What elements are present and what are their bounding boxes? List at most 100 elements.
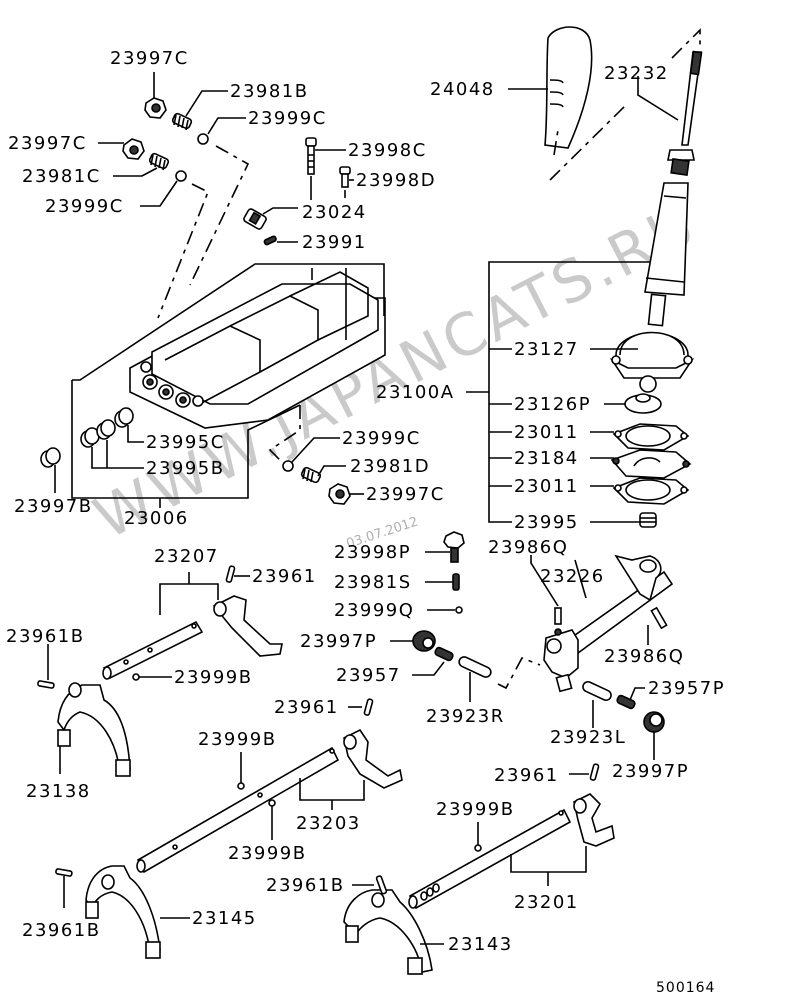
label-24048[interactable]: 24048 (430, 79, 495, 100)
shift-rail-23226[interactable] (543, 554, 674, 693)
label-23127[interactable]: 23127 (514, 339, 579, 360)
pin-23961B-b[interactable] (55, 868, 73, 877)
shift-rail-23207[interactable] (102, 620, 204, 680)
label-23997B[interactable]: 23997B (14, 496, 93, 517)
label-23999C-mid[interactable]: 23999C (342, 428, 421, 449)
label-23961B-b[interactable]: 23961B (22, 920, 101, 941)
fork-23201[interactable] (573, 793, 615, 847)
pin-23961B-c[interactable] (375, 875, 388, 895)
pin-23923L[interactable] (581, 680, 612, 702)
bolt-23998C[interactable] (305, 137, 317, 175)
plug-23997P-right[interactable] (643, 711, 665, 733)
plug-23997P-left[interactable] (412, 630, 436, 652)
boot-23127[interactable] (609, 331, 695, 393)
plate-23184[interactable] (610, 449, 692, 479)
spring-23981C[interactable] (148, 152, 170, 171)
shift-lever-23232[interactable] (644, 50, 703, 327)
ball-23999B-c[interactable] (268, 799, 276, 807)
label-23203[interactable]: 23203 (296, 813, 361, 834)
label-23957P[interactable]: 23957P (648, 678, 725, 699)
label-23997C-left[interactable]: 23997C (8, 133, 87, 154)
plug-23997C-mid[interactable] (328, 483, 351, 505)
spring-23981S[interactable] (452, 573, 460, 591)
label-23999B-b[interactable]: 23999B (198, 729, 277, 750)
label-23997P-left[interactable]: 23997P (300, 631, 377, 652)
label-23961-b[interactable]: 23961 (274, 697, 339, 718)
label-23226[interactable]: 23226 (540, 566, 605, 587)
label-23961B-c[interactable]: 23961B (266, 875, 345, 896)
fork-23145[interactable] (85, 865, 161, 959)
ball-23999C-mid[interactable] (282, 460, 294, 472)
label-23126P[interactable]: 23126P (514, 394, 591, 415)
spring-23981D[interactable] (300, 466, 322, 484)
spring-23957[interactable] (434, 646, 454, 662)
label-23961-c[interactable]: 23961 (494, 765, 559, 786)
label-23986Q-top[interactable]: 23986Q (488, 537, 568, 558)
label-23957[interactable]: 23957 (336, 665, 401, 686)
shift-rail-23201[interactable] (408, 808, 572, 910)
ring-23995C[interactable] (114, 407, 134, 428)
label-23201[interactable]: 23201 (514, 892, 579, 913)
label-23923L[interactable]: 23923L (550, 727, 626, 748)
ring-23997B[interactable] (40, 447, 61, 468)
label-23207[interactable]: 23207 (154, 546, 219, 567)
label-23981D[interactable]: 23981D (350, 456, 430, 477)
label-23995[interactable]: 23995 (514, 512, 579, 533)
ball-23999B-d[interactable] (474, 844, 482, 852)
label-23232[interactable]: 23232 (604, 63, 669, 84)
label-23981S[interactable]: 23981S (334, 572, 412, 593)
label-23981B[interactable]: 23981B (230, 81, 309, 102)
label-23999C-top[interactable]: 23999C (248, 108, 327, 129)
ball-23999Q[interactable] (455, 606, 463, 614)
seat-23126P[interactable] (624, 393, 662, 414)
shift-rail-23203[interactable] (136, 746, 340, 874)
plug-23997C-left[interactable] (122, 138, 145, 160)
label-23999C-left[interactable]: 23999C (45, 196, 124, 217)
label-23995B[interactable]: 23995B (146, 458, 225, 479)
pin-23961-a[interactable] (225, 565, 236, 583)
label-23991[interactable]: 23991 (302, 232, 367, 253)
gasket-23011-b[interactable] (612, 477, 690, 505)
label-23981C[interactable]: 23981C (22, 166, 101, 187)
pin-23991[interactable] (263, 235, 277, 246)
label-23995C[interactable]: 23995C (146, 432, 225, 453)
label-23999B-c[interactable]: 23999B (228, 843, 307, 864)
pin-23961-b[interactable] (363, 698, 374, 716)
label-23961-a[interactable]: 23961 (252, 566, 317, 587)
spring-23981B[interactable] (171, 112, 193, 131)
label-23997C-top[interactable]: 23997C (110, 48, 189, 69)
label-23184[interactable]: 23184 (514, 448, 579, 469)
label-23999B-d[interactable]: 23999B (436, 799, 515, 820)
pin-23986Q-top[interactable] (554, 607, 562, 625)
pin-23961B-a[interactable] (37, 680, 55, 689)
label-23999B-a[interactable]: 23999B (174, 667, 253, 688)
bushing-23995[interactable] (639, 512, 657, 528)
ball-23999C-left[interactable] (175, 170, 187, 182)
label-23138[interactable]: 23138 (26, 781, 91, 802)
rings-23995B[interactable] (80, 419, 116, 448)
label-23998C[interactable]: 23998C (348, 140, 427, 161)
spring-23957P[interactable] (616, 694, 636, 710)
label-23006[interactable]: 23006 (124, 508, 189, 529)
label-23923R[interactable]: 23923R (426, 706, 505, 727)
plug-23997C-top[interactable] (144, 97, 167, 119)
switch-23024[interactable] (243, 208, 267, 230)
label-23997C-mid[interactable]: 23997C (366, 484, 445, 505)
fork-23138[interactable] (57, 682, 131, 777)
label-23998P[interactable]: 23998P (334, 542, 411, 563)
pin-23923R[interactable] (457, 655, 492, 678)
shift-cover-23006[interactable] (129, 268, 386, 429)
fork-23207[interactable] (212, 595, 283, 657)
label-23999Q[interactable]: 23999Q (334, 600, 414, 621)
pin-23961-c[interactable] (589, 763, 600, 781)
label-23143[interactable]: 23143 (448, 934, 513, 955)
ball-23999C-top[interactable] (197, 133, 209, 145)
fork-23203[interactable] (343, 728, 403, 789)
label-23997P-right[interactable]: 23997P (612, 761, 689, 782)
label-23145[interactable]: 23145 (192, 908, 257, 929)
fork-23143[interactable] (343, 889, 433, 975)
gasket-23011-a[interactable] (612, 423, 690, 451)
label-23100A[interactable]: 23100A (376, 382, 455, 403)
label-23024[interactable]: 23024 (302, 202, 367, 223)
label-23986Q-right[interactable]: 23986Q (604, 646, 684, 667)
